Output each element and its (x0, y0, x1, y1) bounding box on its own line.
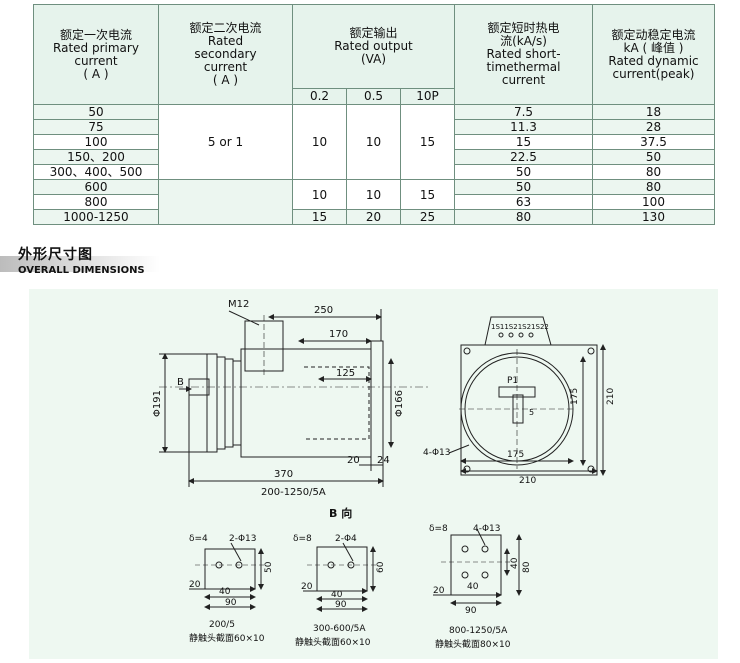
svg-text:Φ166: Φ166 (394, 390, 405, 417)
svg-text:800-1250/5A: 800-1250/5A (449, 626, 508, 636)
header-class-0.5: 0.5 (346, 88, 401, 105)
svg-text:200/5: 200/5 (209, 620, 235, 630)
svg-text:50: 50 (264, 561, 274, 573)
svg-text:Φ191: Φ191 (152, 390, 163, 417)
svg-text:20: 20 (301, 582, 313, 592)
side-view (159, 309, 429, 487)
svg-text:125: 125 (336, 368, 355, 379)
section-title: 外形尺寸图 OVERALL DIMENSIONS (18, 244, 145, 276)
svg-text:δ=8: δ=8 (429, 524, 448, 534)
secondary-value: 5 or 1 (158, 104, 293, 180)
svg-text:20: 20 (433, 586, 445, 596)
table-row: 75 11.3 28 (33, 119, 715, 135)
drawing-svg: M12 250 170 125 B Φ191 Φ166 20 24 370 20… (152, 299, 616, 650)
svg-text:24: 24 (377, 455, 390, 466)
svg-text:170: 170 (329, 329, 348, 340)
svg-text:210: 210 (519, 476, 536, 486)
side-view-labels: M12 250 170 125 B Φ191 Φ166 20 24 370 20… (152, 299, 405, 498)
svg-text:4-Φ13: 4-Φ13 (423, 448, 451, 458)
table-row: 50 5 or 1 10 10 15 7.5 18 (33, 104, 715, 180)
table-row: 800 63 100 (33, 194, 715, 210)
svg-text:90: 90 (225, 598, 237, 608)
svg-text:40: 40 (510, 557, 520, 569)
b-view-title: B 向 (329, 506, 352, 520)
svg-text:175: 175 (570, 388, 580, 405)
detail-800-1250 (433, 528, 522, 606)
svg-text:175: 175 (507, 450, 524, 460)
detail-300-600 (303, 542, 377, 612)
svg-text:20: 20 (189, 580, 201, 590)
svg-text:80: 80 (522, 561, 532, 573)
svg-text:静触头截面60×10: 静触头截面60×10 (295, 636, 371, 648)
header-primary-current: 额定一次电流 Rated primary current ( A ) (33, 4, 159, 105)
svg-text:60: 60 (376, 561, 386, 573)
front-view-labels: 1S11S21S21S22 P1 5 4-Φ13 175 210 175 210 (423, 323, 616, 486)
detail-300-600-labels: δ=8 2-Φ4 20 40 90 60 300-600/5A 静触头截面60×… (293, 534, 386, 648)
table-row: 1000-1250 15 20 25 80 130 (33, 209, 715, 225)
svg-text:M12: M12 (228, 299, 249, 310)
detail-200-5-labels: δ=4 2-Φ13 20 40 90 50 200/5 静触头截面60×10 (189, 534, 274, 644)
svg-text:20: 20 (347, 455, 360, 466)
svg-text:2-Φ13: 2-Φ13 (229, 534, 257, 544)
svg-text:B: B (177, 377, 184, 388)
detail-200-5 (189, 542, 265, 610)
header-secondary-current: 额定二次电流 Rated secondary current ( A ) (158, 4, 293, 105)
svg-text:δ=8: δ=8 (293, 534, 312, 544)
section-title-en: OVERALL DIMENSIONS (18, 265, 145, 276)
svg-text:静触头截面80×10: 静触头截面80×10 (435, 638, 511, 650)
svg-text:5: 5 (529, 408, 534, 417)
header-thermal-current: 额定短时热电 流(kA/s) Rated short- timethermal … (454, 4, 593, 105)
svg-text:250: 250 (314, 305, 333, 316)
svg-text:40: 40 (467, 582, 479, 592)
svg-text:40: 40 (219, 587, 231, 597)
svg-text:δ=4: δ=4 (189, 534, 208, 544)
table-row: 100 15 37.5 (33, 134, 715, 150)
svg-text:P1: P1 (507, 376, 518, 386)
front-view (448, 316, 606, 476)
svg-text:90: 90 (335, 600, 347, 610)
svg-text:370: 370 (274, 469, 293, 480)
section-title-cn: 外形尺寸图 (18, 247, 93, 263)
svg-text:40: 40 (331, 590, 343, 600)
svg-text:210: 210 (606, 388, 616, 405)
svg-text:1S11S21S21S22: 1S11S21S21S22 (491, 323, 549, 331)
table-row: 600 10 10 15 50 80 (33, 179, 715, 225)
svg-text:300-600/5A: 300-600/5A (313, 624, 366, 634)
svg-text:静触头截面60×10: 静触头截面60×10 (189, 632, 265, 644)
detail-800-1250-labels: δ=8 4-Φ13 20 40 90 40 80 800-1250/5A 静触头… (429, 524, 532, 650)
header-dynamic-current: 额定动稳定电流 kA ( 峰值 ) Rated dynamic current(… (592, 4, 715, 105)
table-row: 300、400、500 50 80 (33, 164, 715, 180)
specification-table: 额定一次电流 Rated primary current ( A ) 额定二次电… (33, 4, 715, 225)
dimension-drawing: M12 250 170 125 B Φ191 Φ166 20 24 370 20… (29, 289, 718, 659)
header-class-0.2: 0.2 (292, 88, 347, 105)
svg-text:90: 90 (465, 606, 477, 616)
svg-text:2-Φ4: 2-Φ4 (335, 534, 357, 544)
svg-text:4-Φ13: 4-Φ13 (473, 524, 501, 534)
header-rated-output: 额定输出 Rated output (VA) (292, 4, 455, 89)
header-class-10p: 10P (400, 88, 455, 105)
svg-text:200-1250/5A: 200-1250/5A (261, 487, 326, 498)
